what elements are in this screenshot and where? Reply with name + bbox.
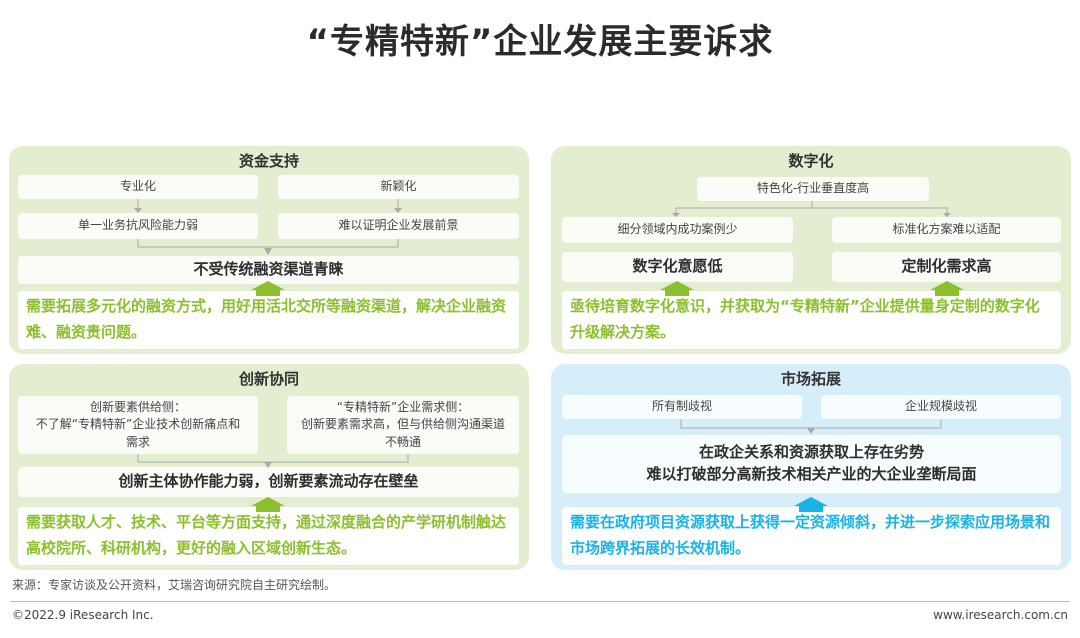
- innovation-merge-connector: [137, 454, 409, 463]
- funding-mid-left-box: 单一业务抗风险能力弱: [18, 213, 258, 239]
- funding-arrow-head: [264, 248, 272, 255]
- innovation-supply-box: 创新要素供给侧： 不了解“专精特新”企业技术创新痛点和需求: [18, 396, 258, 454]
- digital-arrow-head: [943, 213, 951, 217]
- innovation-demand-box: “专精特新”企业需求侧： 创新要素需求高，但与供给侧沟通渠道不畅通: [287, 396, 519, 454]
- funding-arrow-head: [134, 208, 142, 213]
- footer-divider: [10, 601, 1070, 602]
- funding-top-right-box: 新颖化: [278, 175, 519, 199]
- footer-website: www.iresearch.com.cn: [933, 608, 1068, 622]
- market-up-arrow: [794, 497, 828, 512]
- innovation-up-arrow: [251, 497, 285, 512]
- funding-connectors: [134, 199, 402, 296]
- market-main-line2: 难以打破部分高新技术相关产业的大企业垄断局面: [646, 465, 977, 483]
- source-note: 来源：专家访谈及公开资料，艾瑞咨询研究院自主研究绘制。: [12, 578, 337, 592]
- market-top-right-box: 企业规模歧视: [821, 395, 1061, 419]
- market-main-box: 在政企关系和资源获取上存在劣势 难以打破部分高新技术相关产业的大企业垄断局面: [562, 435, 1061, 493]
- funding-appeal: 需要拓展多元化的融资方式，用好用活北交所等融资渠道，解决企业融资难、融资贵问题。: [18, 291, 519, 349]
- innovation-demand-text: 创新要素需求高，但与供给侧沟通渠道不畅通: [300, 417, 505, 449]
- panel-innovation: 创新协同 创新要素供给侧： 不了解“专精特新”企业技术创新痛点和需求 “专精特新…: [9, 364, 529, 570]
- innovation-appeal: 需要获取人才、技术、平台等方面支持，通过深度融合的产学研机制触达高校院所、科研机…: [18, 507, 519, 565]
- digital-main-right-box: 定制化需求高: [832, 252, 1061, 282]
- digital-up-arrow: [930, 281, 964, 296]
- panel-digital-title: 数字化: [788, 152, 834, 170]
- funding-arrow-head: [394, 208, 402, 213]
- innovation-demand-heading: “专精特新”企业需求侧：: [336, 399, 470, 414]
- innovation-main-box: 创新主体协作能力弱，创新要素流动存在壁垒: [18, 467, 519, 497]
- innovation-supply-text: 不了解“专精特新”企业技术创新痛点和需求: [35, 417, 241, 449]
- funding-mid-right-box: 难以证明企业发展前景: [278, 213, 519, 239]
- funding-top-left-box: 专业化: [18, 175, 258, 199]
- digital-up-arrow: [660, 281, 694, 296]
- digital-main-left-box: 数字化意愿低: [562, 252, 793, 282]
- market-arrow-head: [807, 428, 815, 434]
- funding-up-arrow: [251, 281, 285, 296]
- digital-split-connector: [812, 207, 948, 215]
- digital-mid-right-box: 标准化方案难以适配: [832, 217, 1061, 243]
- innovation-arrow-head: [264, 462, 272, 468]
- market-top-left-box: 所有制歧视: [562, 395, 802, 419]
- digital-mid-left-box: 细分领域内成功案例少: [562, 217, 793, 243]
- panel-funding-title: 资金支持: [238, 152, 299, 170]
- panel-digital: 数字化 特色化-行业垂直度高 细分领域内成功案例少 标准化方案难以适配 数字化意…: [551, 146, 1071, 354]
- innovation-supply-heading: 创新要素供给侧：: [89, 399, 186, 414]
- panel-market-title: 市场拓展: [780, 370, 841, 388]
- digital-split-connector: [675, 201, 813, 215]
- innovation-connectors: [137, 454, 409, 512]
- digital-arrow-head: [672, 213, 680, 217]
- funding-merge-connector: [137, 239, 399, 248]
- page-title: “专精特新”企业发展主要诉求: [306, 22, 774, 62]
- digital-connectors: [660, 201, 964, 296]
- footer-copyright: ©2022.9 iResearch Inc.: [12, 608, 154, 622]
- digital-appeal: 亟待培育数字化意识，并获取为“专精特新”企业提供量身定制的数字化升级解决方案。: [562, 291, 1061, 349]
- market-main-line1: 在政企关系和资源获取上存在劣势: [698, 443, 924, 462]
- funding-main-box: 不受传统融资渠道青睐: [18, 256, 519, 284]
- market-connectors: [680, 419, 942, 512]
- market-merge-connector: [680, 419, 942, 429]
- panel-innovation-title: 创新协同: [238, 370, 299, 388]
- digital-top-box: 特色化-行业垂直度高: [697, 177, 929, 201]
- market-appeal: 需要在政府项目资源获取上获得一定资源倾斜，并进一步探索应用场景和市场跨界拓展的长…: [562, 507, 1061, 565]
- panel-market: 市场拓展 所有制歧视 企业规模歧视 在政企关系和资源获取上存在劣势 难以打破部分…: [551, 364, 1071, 570]
